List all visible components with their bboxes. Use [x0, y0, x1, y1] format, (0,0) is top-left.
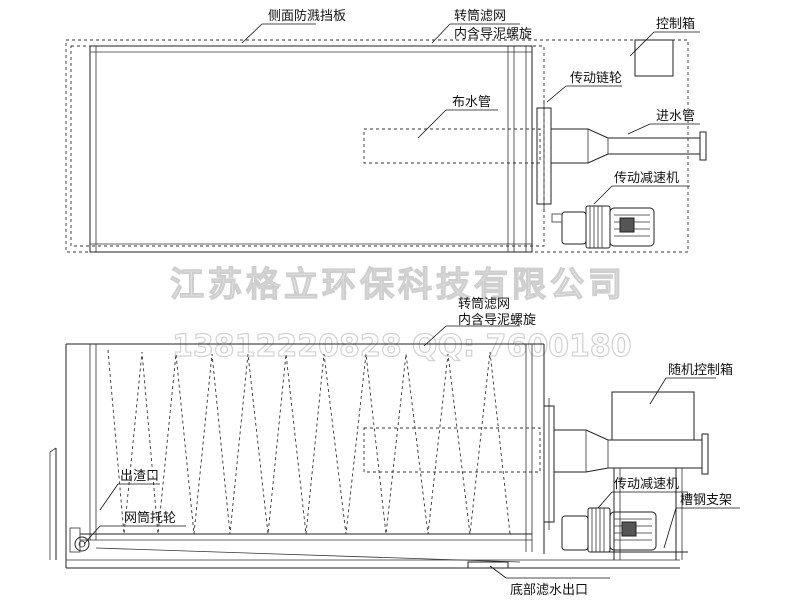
drum-support-roller [74, 536, 90, 552]
label-onboard-control-box: 随机控制箱 [668, 362, 733, 378]
roller-hub [78, 540, 86, 548]
sludge-guide-spiral [107, 349, 511, 535]
bottom-filtrate-outlet [467, 561, 509, 569]
gear-motor-top [551, 205, 655, 249]
side-inlet-pipe [553, 429, 703, 473]
side-distribution-pipe [363, 427, 541, 473]
side-view-leaders [83, 325, 740, 579]
watermark: 江苏格立环保科技有限公司 13812220828 QQ: 7600180 [169, 264, 632, 364]
label-side-sludge-spiral: 内含导泥螺旋 [458, 312, 536, 328]
gear-motor-side [561, 507, 657, 553]
inlet-pipe [550, 128, 701, 164]
top-view-leaders [241, 23, 700, 205]
label-drum-screen: 转筒滤网 [454, 8, 506, 24]
inlet-pipe-flange [699, 131, 707, 161]
label-sludge-spiral: 内含导泥螺旋 [454, 26, 532, 42]
label-water-distribution-pipe: 布水管 [452, 95, 491, 110]
label-control-box: 控制箱 [656, 16, 695, 32]
drum-body [89, 45, 533, 253]
slag-chute-top [49, 447, 57, 453]
watermark-contact: 13812220828 QQ: 7600180 [172, 329, 632, 364]
channel-steel-support [608, 468, 688, 560]
label-side-drum-screen: 转筒滤网 [458, 296, 510, 312]
control-box [634, 39, 674, 77]
side-inlet-flange [701, 433, 709, 475]
water-distribution-pipe [363, 128, 541, 164]
label-inlet-pipe: 进水管 [656, 109, 695, 124]
roller-bracket [69, 527, 81, 553]
label-gear-motor-side: 传动减速机 [614, 477, 679, 492]
label-bottom-filtrate-outlet: 底部滤水出口 [510, 582, 588, 598]
label-drive-sprocket: 传动链轮 [570, 71, 622, 86]
label-channel-steel-support: 槽钢支架 [680, 493, 732, 508]
label-drum-support-roller: 网筒托轮 [124, 510, 176, 526]
onboard-control-box [611, 391, 695, 441]
top-view: 侧面防溅挡板 转筒滤网 内含导泥螺旋 控制箱 传动链轮 布水管 进水管 传动减速… [65, 8, 707, 253]
tank-inner-outline [70, 45, 545, 247]
label-slag-outlet: 出渣口 [120, 469, 159, 484]
label-gear-motor-top: 传动减速机 [614, 171, 679, 186]
sloped-bottom [95, 547, 521, 563]
watermark-company: 江苏格立环保科技有限公司 [170, 265, 626, 305]
side-view: 转筒滤网 内含导泥螺旋 随机控制箱 出渣口 传动减速机 槽钢支架 网筒托轮 底部… [49, 296, 740, 598]
label-side-baffle: 侧面防溅挡板 [268, 8, 346, 24]
side-baffle-outline [65, 39, 689, 253]
